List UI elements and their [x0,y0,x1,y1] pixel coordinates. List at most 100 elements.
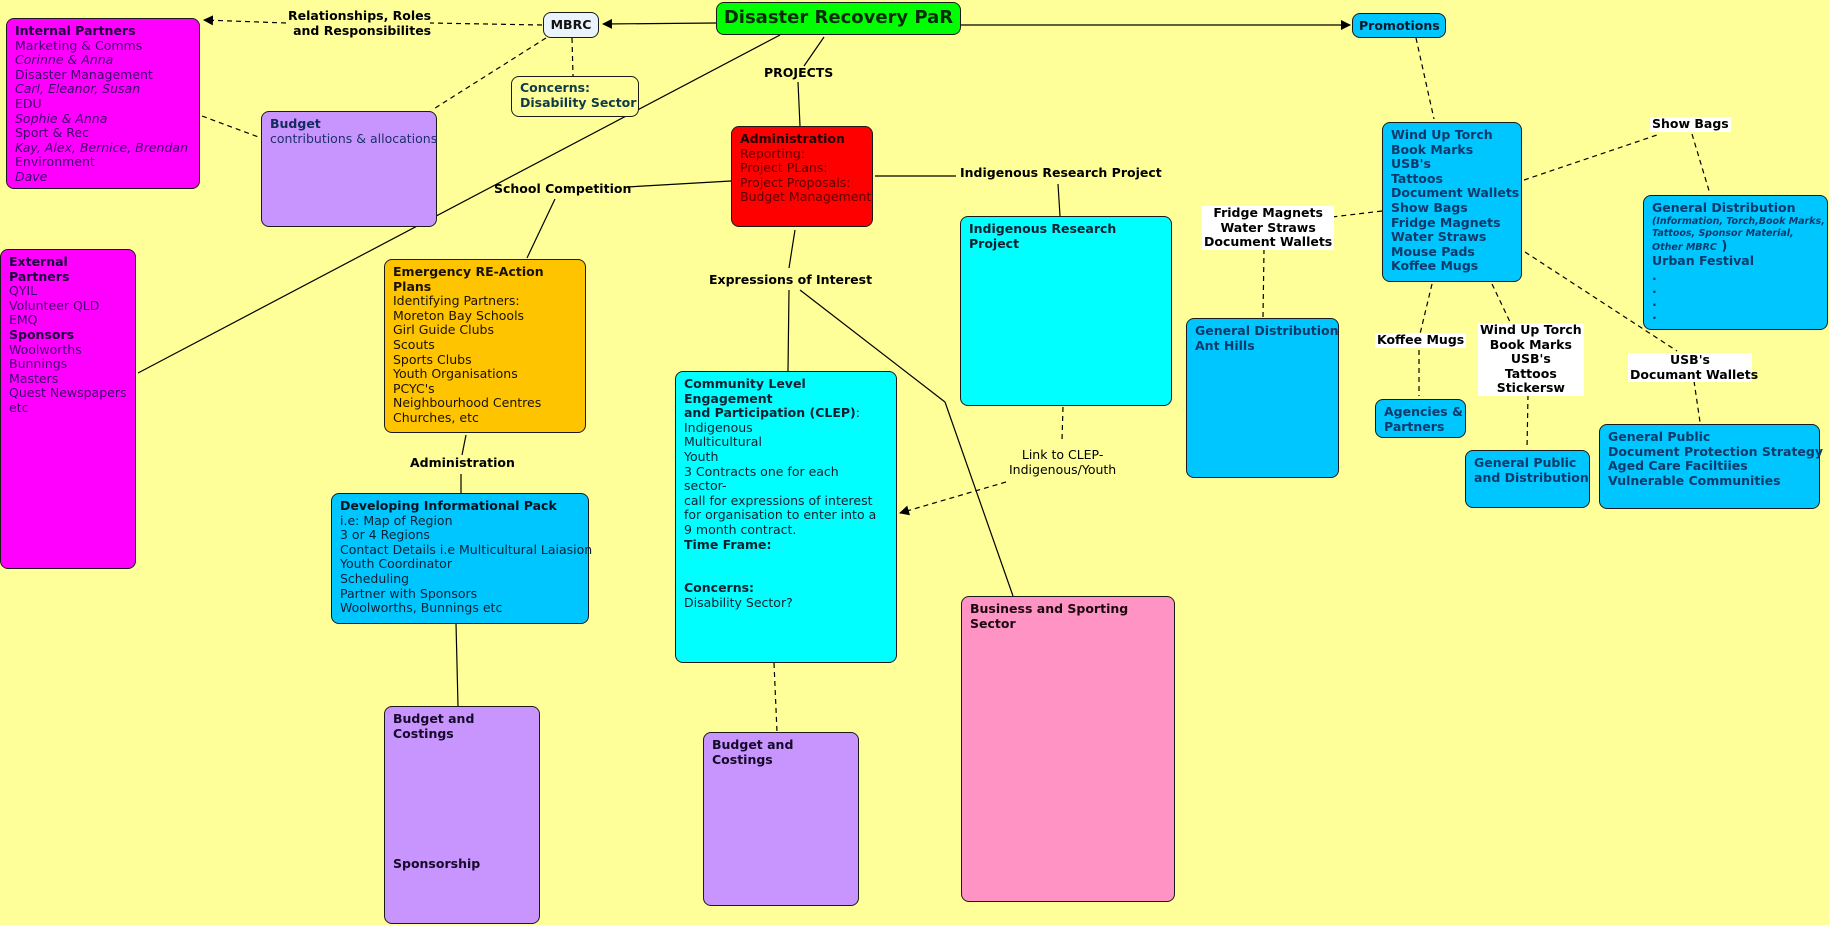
promo-item: Book Marks [1391,141,1474,157]
administration-item: Budget Management [740,189,872,205]
internal-partner-item: Environment [15,154,95,170]
node-business-sporting[interactable]: Business and Sporting Sector [961,596,1175,902]
internal-partner-item: Kay, Alex, Bernice, Brendan [15,139,188,155]
external-partner-item: QYIL [9,283,38,299]
label-windup-3: USB's [1510,351,1551,367]
promo-item: Wind Up Torch [1391,127,1493,142]
node-gen-dist-urban[interactable]: General Distribution (Information, Torch… [1643,195,1828,330]
external-partners-title: External Partners [9,254,70,284]
edge-emergency-admin [461,434,467,456]
label-school-competition: School Competition [494,181,632,196]
emergency-item: Scouts [393,336,435,352]
node-budget-costings-mid[interactable]: Budget and Costings [703,732,859,906]
node-clep[interactable]: Community Level Engagement and Participa… [675,371,897,663]
internal-partners-title: Internal Partners [15,23,136,38]
clep-item: sector- [684,478,727,494]
info-pack-item: Scheduling [340,570,410,586]
agencies-item: Partners [1384,418,1445,434]
urban-italic-list: (Information, Torch,Book Marks,Tattoos, … [1652,215,1825,255]
gen-public-doc-item: Document Protection Strategy [1608,443,1824,459]
label-relationships-2: and Responsibilites [293,22,432,38]
emergency-item: Sports Clubs [393,351,472,367]
info-pack-item: Partner with Sponsors [340,585,478,601]
urban-title: General Distribution [1652,200,1796,215]
info-pack-item: Woolworths, Bunnings etc [340,600,503,616]
gen-dist-ant-item: Ant Hills [1195,337,1255,353]
urban-italic-item: Other MBRC ) [1652,238,1728,254]
emergency-item: Youth Organisations [393,366,518,382]
clep-time-frame: Time Frame: [684,536,772,552]
node-administration[interactable]: Administration Reporting:Project PLans:P… [731,126,873,227]
edge-expressions-business [799,289,946,403]
emergency-list: Identifying Partners:Moreton Bay Schools… [393,294,577,425]
node-agencies-partners[interactable]: Agencies &Partners [1375,399,1466,438]
node-mbrc[interactable]: MBRC [543,12,599,38]
emergency-title: Emergency RE-Action Plans [393,264,544,294]
clep-concerns-line: Disability Sector? [684,594,793,610]
urban-close-paren: ) [1716,238,1728,254]
business-box-title: Business and Sporting Sector [970,601,1129,631]
gen-public-doc-item: Vulnerable Communities [1608,472,1781,488]
edge-windup-genpub [1526,394,1529,450]
internal-partner-item: Disaster Management [15,66,153,82]
edge-mbrc-concerns [571,37,574,77]
edge-mbrc-relationships [429,22,543,26]
label-windup-5: Stickersw [1496,380,1565,396]
node-promotions[interactable]: Promotions [1352,13,1446,38]
node-info-pack[interactable]: Developing Informational Pack i.e: Map o… [331,493,592,624]
emergency-item: Moreton Bay Schools [393,307,525,323]
clep-title-2: and Participation (CLEP) [684,405,856,421]
edge-root-mbrc [602,18,717,29]
promo-item: Show Bags [1391,199,1468,215]
external-partner-item: Quest Newspapers [9,385,127,401]
edge-indigenous-link [1061,406,1064,441]
node-emergency-plans[interactable]: Emergency RE-Action Plans Identifying Pa… [384,259,586,433]
edge-indigenous-label-box [1057,183,1061,217]
node-indigenous-research[interactable]: Indigenous Research Project [960,216,1172,406]
gen-public-doc-item: Aged Care Faciltiies [1608,458,1748,474]
clep-item: 9 month contract. [684,521,797,537]
root-node-disaster-recovery[interactable]: Disaster Recovery PaR [716,2,961,35]
agencies-item: Agencies & [1384,404,1463,419]
emergency-item: Identifying Partners: [393,293,520,309]
emergency-item: Girl Guide Clubs [393,322,494,338]
urban-dot: . [1652,306,1657,322]
info-pack-item: Youth Coordinator [340,556,452,572]
label-projects: PROJECTS [764,65,834,80]
gen-dist-ant-item: General Distribution [1195,323,1339,338]
external-partner-item: Masters [9,370,59,386]
promo-item: Koffee Mugs [1391,258,1479,274]
edge-expressions-clep [787,289,790,372]
urban-italic-item: (Information, Torch,Book Marks, [1652,215,1825,227]
agencies-list: Agencies &Partners [1384,404,1463,434]
edge-internal-budget [201,115,262,139]
label-windup-2: Book Marks [1489,336,1572,352]
emergency-item: Neighbourhood Centres [393,395,542,411]
node-concerns-disability[interactable]: Concerns: Disability Sector [511,76,639,117]
edge-link-clep [899,481,1007,516]
label-fridge: Fridge Magnets Water Straws Document Wal… [1202,205,1335,250]
promo-item: Fridge Magnets [1391,214,1501,230]
node-budget-costings-left[interactable]: Budget and Costings Sponsorship [384,706,540,924]
edge-admin-school [626,180,732,188]
edge-items-fridge [1331,210,1383,218]
edge-relationships-internal [203,15,287,26]
label-link-clep-2: Indigenous/Youth [1009,461,1117,477]
budget-line: contributions & allocations [270,130,438,146]
urban-dot: . [1652,267,1657,283]
label-show-bags: Show Bags [1650,116,1731,132]
clep-item: call for expressions of interest [684,492,873,508]
node-budget[interactable]: Budget contributions & allocations [261,111,437,227]
edge-business-diag [944,401,1014,597]
edge-clep-budget [773,662,778,733]
